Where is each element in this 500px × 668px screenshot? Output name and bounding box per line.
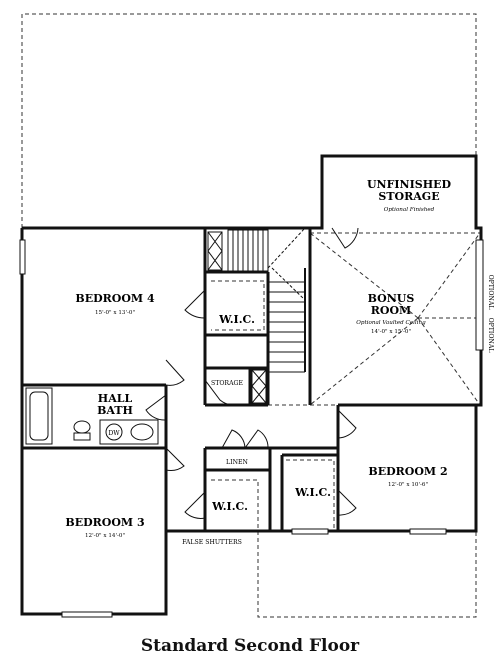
wic-upper-name: W.I.C.	[218, 313, 255, 326]
bedroom4-name: BEDROOM 4	[75, 292, 155, 305]
storage-unfinished-note: Optional Finished	[384, 207, 435, 213]
storage-name: STORAGE	[211, 380, 244, 387]
plan-caption: Standard Second Floor	[140, 636, 360, 656]
storage-unfinished-name-1: UNFINISHED	[367, 178, 452, 191]
bedroom3-dims: 12'-0" x 14'-0"	[85, 533, 125, 539]
bonus-name-2: ROOM	[371, 304, 411, 317]
linen-name: LINEN	[226, 459, 248, 466]
bonus-name-1: BONUS	[368, 292, 415, 305]
chase-markers	[207, 231, 267, 404]
bedroom2-dims: 12'-0" x 10'-6"	[388, 482, 428, 488]
bedroom4-dims: 15'-0" x 13'-0"	[95, 310, 135, 316]
bedroom2-name: BEDROOM 2	[368, 465, 447, 478]
dw-label: DW	[108, 430, 120, 437]
bonus-note: Optional Vaulted Ceiling	[356, 320, 426, 326]
hall-bath-name-1: HALL	[98, 392, 133, 405]
stairs	[227, 227, 306, 373]
optional-label-right: OPTIONAL	[487, 318, 494, 353]
bath-fixtures	[25, 387, 159, 445]
storage-unfinished-name-2: STORAGE	[378, 190, 439, 203]
room-labels: BEDROOM 4 15'-0" x 13'-0" BONUS ROOM Opt…	[65, 178, 494, 546]
door-swings	[145, 227, 359, 519]
sink-icon	[130, 423, 154, 441]
false-shutters-label: FALSE SHUTTERS	[182, 539, 242, 546]
wic-lower-right-name: W.I.C.	[294, 486, 331, 499]
hall-bath-name-2: BATH	[97, 404, 133, 417]
toilet-icon	[73, 420, 91, 434]
bonus-dims: 14'-0" x 15'-0"	[371, 329, 411, 335]
wic-lower-left-name: W.I.C.	[211, 500, 248, 513]
dashed-outlines	[21, 13, 481, 618]
bedroom3-name: BEDROOM 3	[65, 516, 144, 529]
windows	[19, 239, 484, 618]
optional-label-left: OPTIONAL	[487, 275, 494, 310]
